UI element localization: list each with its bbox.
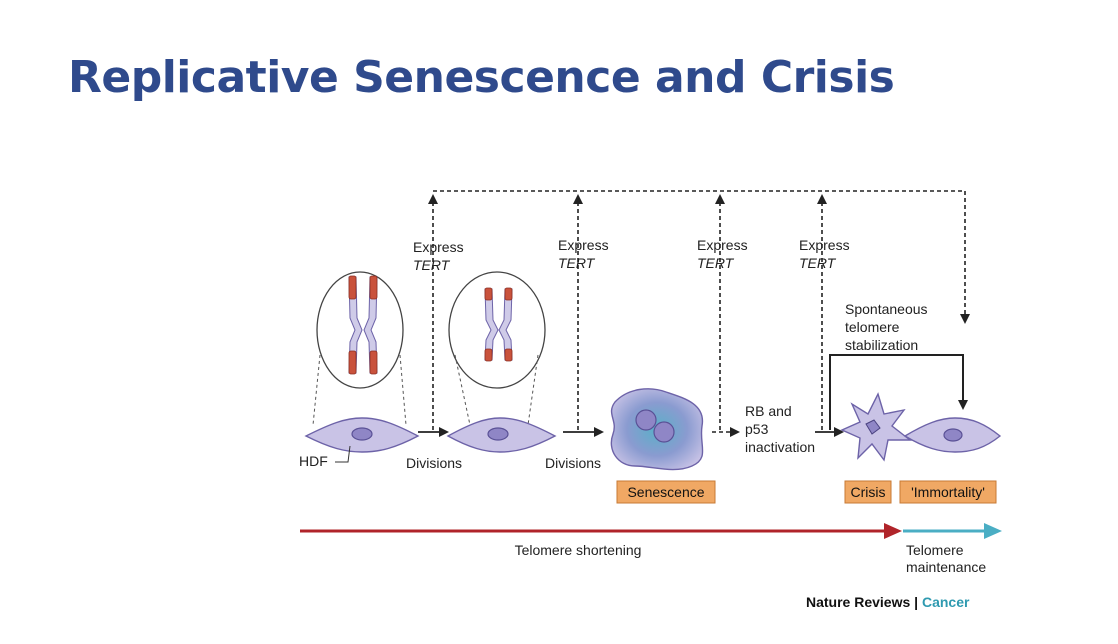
senescent-cell <box>610 388 704 471</box>
hdf-label: HDF <box>299 453 328 469</box>
tert-label-3: TERT <box>697 255 735 271</box>
senescence-box <box>616 480 716 504</box>
chromosome-long-telomeres <box>312 271 407 426</box>
rb-label-line1: RB and <box>745 403 792 419</box>
rb-label-line2: p53 <box>745 421 769 437</box>
crisis-cell <box>840 392 913 462</box>
tert-label-4: TERT <box>799 255 837 271</box>
source-journal: Cancer <box>922 594 970 610</box>
crisis-label: Crisis <box>851 484 886 500</box>
express-label-4: Express <box>799 237 850 253</box>
source-credit: Nature Reviews | Cancer <box>806 594 970 610</box>
telomere-maintenance-label-line1: Telomere <box>906 542 964 558</box>
crisis-box <box>844 480 892 504</box>
rb-label-line3: inactivation <box>745 439 815 455</box>
immortality-box <box>899 480 997 504</box>
tert-label-2: TERT <box>558 255 596 271</box>
express-label-1: Express <box>413 239 464 255</box>
spontaneous-label-line1: Spontaneous <box>845 301 928 317</box>
divisions-label-1: Divisions <box>406 455 462 471</box>
slide-title: Replicative Senescence and Crisis <box>68 52 895 103</box>
express-label-2: Express <box>558 237 609 253</box>
source-name: Nature Reviews <box>806 594 910 610</box>
telomere-maintenance-label-line2: maintenance <box>906 559 986 575</box>
senescence-label: Senescence <box>627 484 704 500</box>
spontaneous-label-line3: stabilization <box>845 337 918 353</box>
immortality-label: 'Immortality' <box>911 484 985 500</box>
tert-label-1: TERT <box>413 257 451 273</box>
hdf-cell-2 <box>446 417 557 453</box>
express-label-3: Express <box>697 237 748 253</box>
telomere-shortening-label: Telomere shortening <box>515 542 642 558</box>
stabilization-arrow <box>829 354 968 430</box>
hdf-cell-1 <box>304 417 420 453</box>
immortal-cell <box>903 417 1002 453</box>
divisions-label-2: Divisions <box>545 455 601 471</box>
chromosome-short-telomeres <box>448 271 546 426</box>
spontaneous-label-line2: telomere <box>845 319 900 335</box>
source-separator: | <box>910 594 922 610</box>
